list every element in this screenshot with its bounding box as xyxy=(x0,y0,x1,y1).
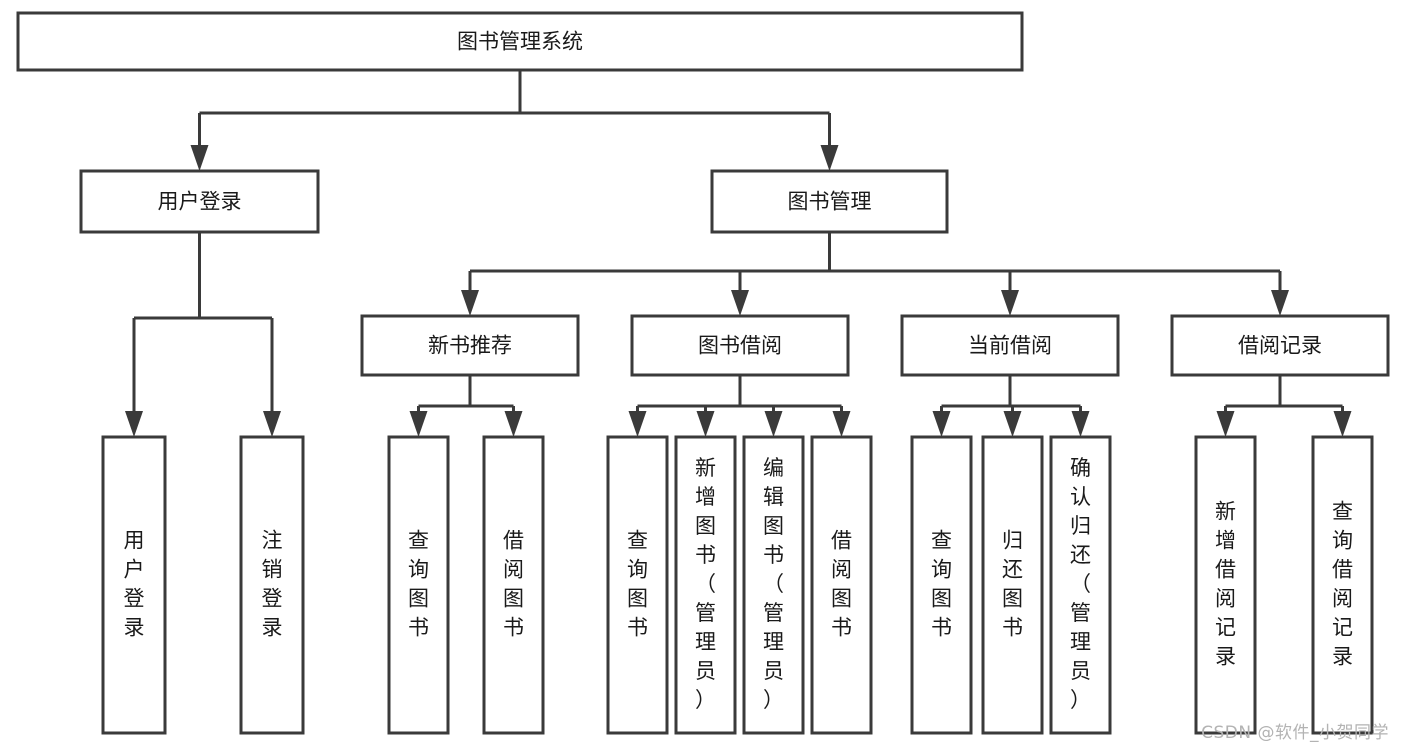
node-box xyxy=(674,435,737,735)
node-box xyxy=(630,314,850,377)
node-leaf-8[interactable]: 查询图书 xyxy=(910,435,973,735)
node-leaf-4[interactable]: 查询图书 xyxy=(606,435,669,735)
node-leaf-9[interactable]: 归还图书 xyxy=(981,435,1044,735)
node-label: 确认归还（管理员） xyxy=(1070,456,1091,712)
node-label: 借阅图书 xyxy=(503,529,524,640)
node-leaf-0[interactable]: 用户登录 xyxy=(101,435,167,735)
node-box xyxy=(1049,435,1112,735)
node-label: 借阅记录 xyxy=(1238,334,1322,358)
node-label: 注销登录 xyxy=(262,529,283,640)
node-leaf-12[interactable]: 查询借阅记录 xyxy=(1311,435,1374,735)
node-label: 用户登录 xyxy=(158,190,242,214)
node-level3-0[interactable]: 新书推荐 xyxy=(360,314,580,377)
node-leaf-10[interactable]: 确认归还（管理员） xyxy=(1049,435,1112,735)
node-box xyxy=(606,435,669,735)
watermark-text: CSDN @软件_小贺同学 xyxy=(1201,723,1389,743)
node-leaf-7[interactable]: 借阅图书 xyxy=(810,435,873,735)
node-box xyxy=(16,11,1024,72)
node-level3-3[interactable]: 借阅记录 xyxy=(1170,314,1390,377)
node-box xyxy=(1311,435,1374,735)
node-level3-1[interactable]: 图书借阅 xyxy=(630,314,850,377)
node-label: 查询借阅记录 xyxy=(1332,500,1353,669)
node-box xyxy=(981,435,1044,735)
node-label: 归还图书 xyxy=(1002,529,1023,640)
node-box xyxy=(79,169,320,234)
node-box xyxy=(387,435,450,735)
node-label: 图书管理系统 xyxy=(457,30,583,54)
node-root-0[interactable]: 图书管理系统 xyxy=(16,11,1024,72)
node-label: 图书管理 xyxy=(788,190,872,214)
node-label: 当前借阅 xyxy=(968,334,1052,358)
node-label: 查询图书 xyxy=(627,529,648,640)
node-leaf-2[interactable]: 查询图书 xyxy=(387,435,450,735)
node-label: 图书借阅 xyxy=(698,334,782,358)
node-label: 查询图书 xyxy=(408,529,429,640)
node-label: 编辑图书（管理员） xyxy=(763,456,784,712)
node-level2-1[interactable]: 图书管理 xyxy=(710,169,949,234)
node-level2-0[interactable]: 用户登录 xyxy=(79,169,320,234)
node-box xyxy=(239,435,305,735)
node-box xyxy=(742,435,805,735)
node-level3-2[interactable]: 当前借阅 xyxy=(900,314,1120,377)
node-box xyxy=(710,169,949,234)
node-label: 用户登录 xyxy=(124,529,145,640)
node-box xyxy=(900,314,1120,377)
node-leaf-6[interactable]: 编辑图书（管理员） xyxy=(742,435,805,735)
node-leaf-5[interactable]: 新增图书（管理员） xyxy=(674,435,737,735)
node-box xyxy=(1170,314,1390,377)
node-label: 借阅图书 xyxy=(831,529,852,640)
diagram-nodes: 图书管理系统用户登录图书管理新书推荐图书借阅当前借阅借阅记录用户登录注销登录查询… xyxy=(16,11,1390,735)
node-label: 新增借阅记录 xyxy=(1215,500,1236,669)
node-box xyxy=(101,435,167,735)
connector-edges xyxy=(125,70,1352,437)
node-box xyxy=(1194,435,1257,735)
node-label: 查询图书 xyxy=(931,529,952,640)
node-box xyxy=(360,314,580,377)
node-box xyxy=(910,435,973,735)
node-label: 新书推荐 xyxy=(428,334,512,358)
node-leaf-3[interactable]: 借阅图书 xyxy=(482,435,545,735)
node-box xyxy=(810,435,873,735)
node-box xyxy=(482,435,545,735)
node-label: 新增图书（管理员） xyxy=(695,456,716,712)
node-leaf-1[interactable]: 注销登录 xyxy=(239,435,305,735)
node-leaf-11[interactable]: 新增借阅记录 xyxy=(1194,435,1257,735)
